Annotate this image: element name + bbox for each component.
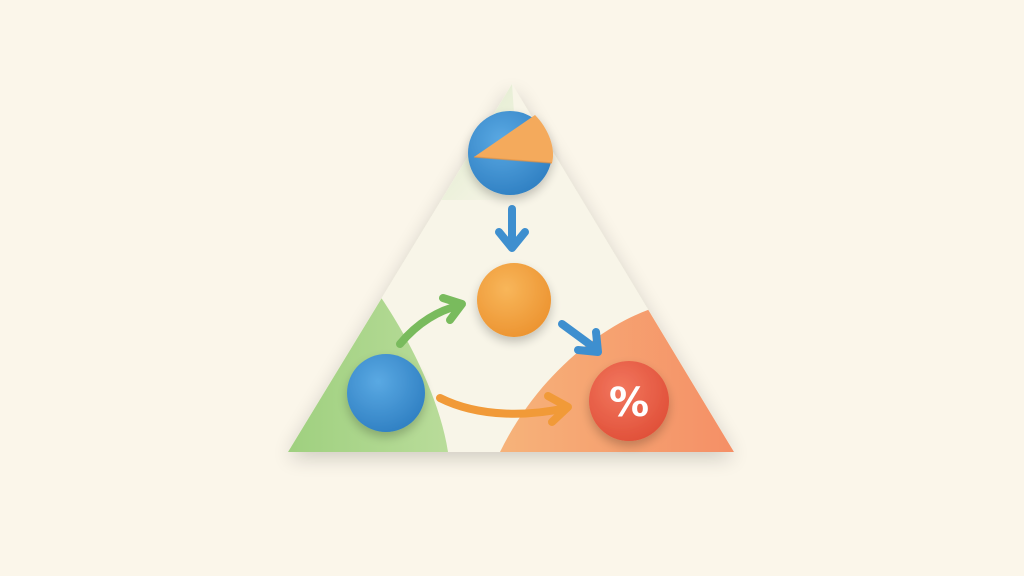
pie-chart-icon [468,111,554,195]
left-node [347,354,425,432]
arrow-left-to-percent [436,392,572,426]
arrow-left-to-middle [396,294,466,348]
arrow-middle-to-percent [558,320,602,356]
percent-icon: % [609,380,649,426]
middle-node [477,263,551,337]
arrow-pie-to-middle [495,205,529,252]
percent-node: % [589,361,669,441]
